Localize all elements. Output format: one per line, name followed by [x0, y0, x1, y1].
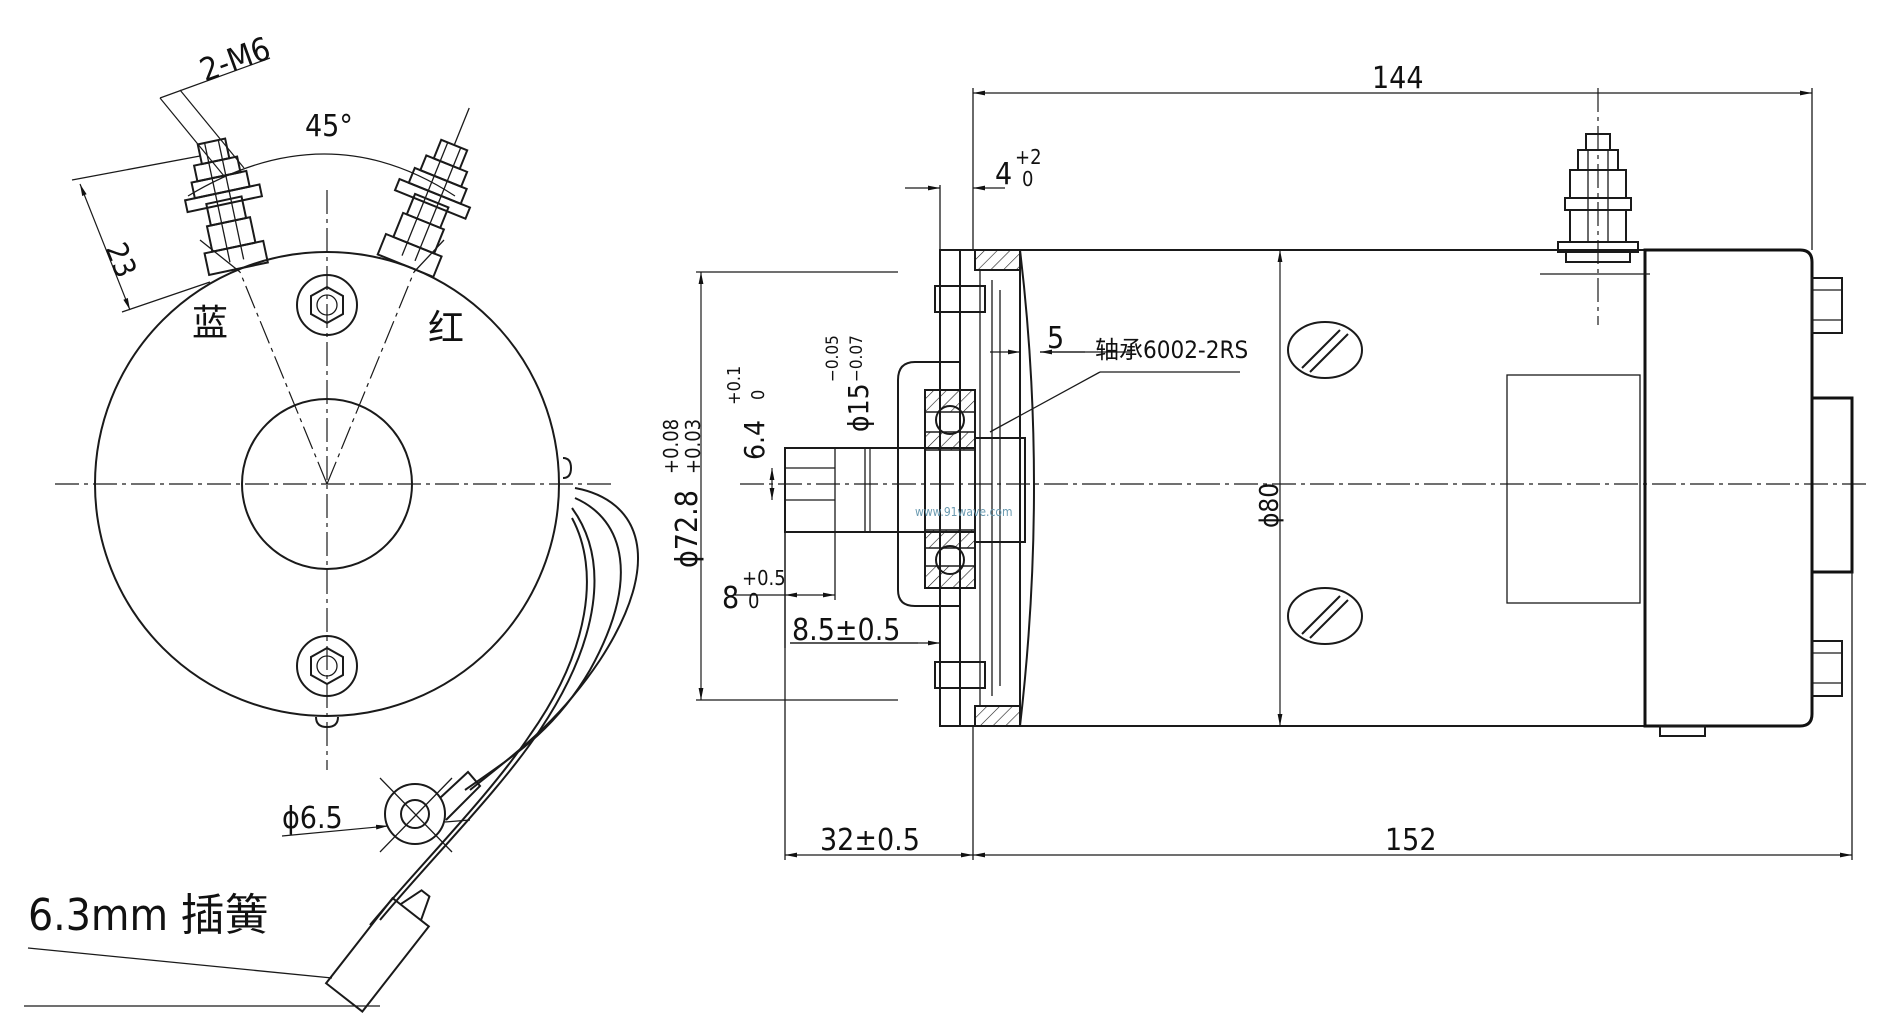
bottom-bolt-icon	[296, 635, 358, 697]
dim-phi15: ϕ15	[842, 383, 875, 432]
watermark: www.91wave.com	[915, 505, 1013, 519]
end-bolt-bottom-icon	[1811, 640, 1843, 697]
top-bolt-icon	[296, 274, 358, 336]
bearing-icon	[924, 389, 976, 589]
blue-label: 蓝	[192, 303, 228, 344]
dim-32: 32±0.5	[820, 823, 920, 858]
dim-phi72-8-upper: +0.08	[659, 419, 683, 474]
bore-circle	[241, 398, 413, 570]
dim-phi15-upper: −0.05	[823, 335, 843, 382]
spade-terminal	[324, 889, 431, 1013]
end-view	[24, 57, 639, 1013]
dim-4-lower: 0	[1022, 167, 1033, 191]
blue-terminal-stud	[183, 137, 270, 277]
power-terminal-stud	[1540, 133, 1650, 275]
screw-top-icon	[1287, 321, 1363, 379]
dim-phi72-8-lower: +0.03	[681, 419, 705, 474]
ring-dia-label: ϕ6.5	[282, 801, 343, 836]
end-bolt-top-icon	[1811, 277, 1843, 334]
ring-terminal	[379, 770, 482, 853]
dim-4: 4	[995, 157, 1012, 192]
side-view	[696, 88, 1870, 860]
dim-4-upper: +2	[1015, 145, 1042, 169]
dim-phi15-lower: −0.07	[847, 335, 867, 382]
dim-6-4: 6.4	[738, 420, 771, 460]
dim-8-5: 8.5±0.5	[792, 613, 900, 648]
dim-144: 144	[1372, 61, 1424, 96]
dim-8-lower: 0	[748, 589, 759, 613]
angle-label: 45°	[305, 109, 353, 144]
dim-phi80: ϕ80	[1255, 483, 1285, 528]
screw-bottom-icon	[1287, 587, 1363, 645]
dim-5: 5	[1047, 321, 1064, 356]
thread-label: 2-M6	[195, 29, 276, 89]
spade-label: 6.3mm 插簧	[28, 890, 269, 941]
dim-8: 8	[722, 581, 739, 616]
red-label: 红	[428, 308, 464, 349]
dim-phi72-8: ϕ72.8	[670, 490, 705, 568]
dim-6-4-upper: +0.1	[724, 366, 745, 405]
dim-152: 152	[1385, 823, 1437, 858]
dim-8-upper: +0.5	[742, 566, 786, 590]
housing-circle	[94, 251, 560, 717]
dim-6-4-lower: 0	[748, 390, 769, 400]
red-terminal-stud	[376, 107, 472, 279]
bearing-label: 轴承6002-2RS	[1095, 336, 1248, 364]
